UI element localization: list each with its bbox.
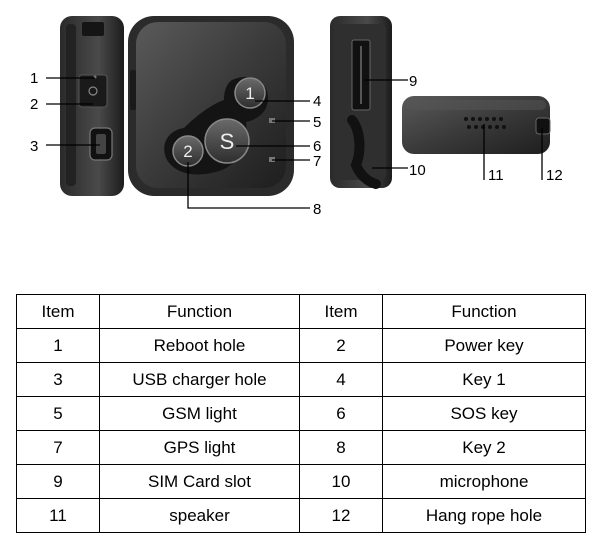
table-cell: GSM light [99,396,300,431]
header-item: Item [16,294,100,329]
table-cell: 11 [16,498,100,533]
table-cell: 5 [16,396,100,431]
table-cell: 2 [299,328,383,363]
callout-9: 9 [409,73,417,90]
leader-lines [46,77,543,209]
device-diagram: 1 S 2 1 [30,16,563,218]
table-cell: Power key [382,328,586,363]
table-cell: Key 1 [382,362,586,397]
table-cell: 9 [16,464,100,499]
microphone-strap [347,115,381,189]
sos-button [204,118,250,164]
sos-key-label: S [220,129,235,154]
header-function: Function [99,294,300,329]
callout-6: 6 [313,138,321,155]
header-function: Function [382,294,586,329]
callout-5: 5 [313,114,321,131]
table-cell: 10 [299,464,383,499]
callout-10: 10 [409,162,426,179]
callout-4: 4 [313,93,321,110]
table-cell: Key 2 [382,430,586,465]
hang-rope-hole [535,117,551,135]
table-cell: SIM Card slot [99,464,300,499]
table-cell: 6 [299,396,383,431]
callout-3: 3 [30,138,38,155]
table-row: 9 SIM Card slot 10 microphone [16,464,586,499]
table-cell: 1 [16,328,100,363]
table-cell: 12 [299,498,383,533]
device-bottom-view [402,96,551,154]
callout-12: 12 [546,167,563,184]
header-item: Item [299,294,383,329]
device-side-view-right [330,16,392,189]
function-table: Item Function Item Function 1 Reboot hol… [16,294,586,533]
table-cell: USB charger hole [99,362,300,397]
table-cell: 8 [299,430,383,465]
rope-hole-top [82,22,104,36]
table-row: 5 GSM light 6 SOS key [16,396,586,431]
callout-11: 11 [488,167,504,184]
callout-7: 7 [313,153,321,170]
device-front-view: 1 S 2 [128,16,294,196]
key-1-label: 1 [245,84,254,103]
table-cell: speaker [99,498,300,533]
callout-2: 2 [30,96,38,113]
callout-1: 1 [30,70,38,87]
table-cell: SOS key [382,396,586,431]
table-cell: 7 [16,430,100,465]
table-row: 1 Reboot hole 2 Power key [16,328,586,363]
power-icon [88,86,98,96]
key-2-label: 2 [183,142,192,161]
table-row: 11 speaker 12 Hang rope hole [16,498,586,533]
device-side-view-left [60,16,124,196]
table-row: 3 USB charger hole 4 Key 1 [16,362,586,397]
callout-8: 8 [313,201,321,218]
table-cell: GPS light [99,430,300,465]
power-button-recess [78,74,108,108]
table-cell: 3 [16,362,100,397]
table-cell: Hang rope hole [382,498,586,533]
table-cell: microphone [382,464,586,499]
table-row: 7 GPS light 8 Key 2 [16,430,586,465]
table-cell: Reboot hole [99,328,300,363]
table-cell: 4 [299,362,383,397]
table-header-row: Item Function Item Function [16,294,586,329]
